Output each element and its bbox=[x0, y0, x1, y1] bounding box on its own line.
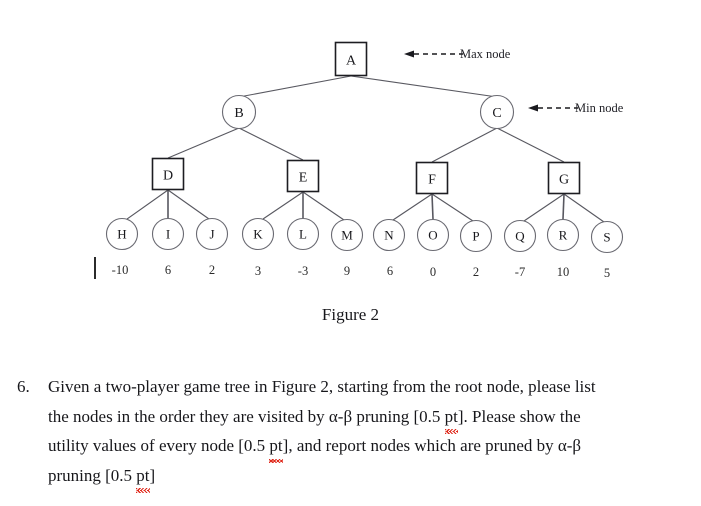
min-node-legend: Min node bbox=[528, 101, 624, 115]
edge-c-f bbox=[431, 127, 498, 163]
question-line-4-text-b: ] bbox=[149, 465, 156, 485]
leaf-node-n-label: N bbox=[384, 228, 394, 243]
leaf-node-r-label: R bbox=[559, 228, 568, 243]
question-line-3-text-a: utility values of every node [0.5 bbox=[48, 436, 270, 455]
leaf-values-row: -10 6 2 3 -3 9 6 0 2 -7 10 5 bbox=[112, 263, 610, 280]
max-node-legend: Max node bbox=[404, 47, 511, 61]
leaf-value-h: -10 bbox=[112, 263, 129, 277]
leaf-value-s: 5 bbox=[604, 266, 610, 280]
question-line-1: Given a two-player game tree in Figure 2… bbox=[48, 372, 687, 402]
leaf-node-m[interactable]: M bbox=[330, 218, 364, 252]
min-nodes: B C bbox=[221, 94, 515, 130]
edge-b-d bbox=[167, 127, 240, 159]
leaf-value-p: 2 bbox=[473, 265, 479, 279]
node-a-label: A bbox=[346, 54, 357, 69]
node-e[interactable]: E bbox=[286, 159, 320, 193]
min-node-arrowhead-icon bbox=[528, 104, 538, 112]
node-g[interactable]: G bbox=[547, 161, 581, 195]
edge-e-m bbox=[302, 191, 345, 221]
node-c-label: C bbox=[492, 106, 501, 121]
edge-b-e bbox=[238, 127, 304, 161]
leaf-node-s[interactable]: S bbox=[590, 220, 624, 254]
node-g-label: G bbox=[559, 173, 569, 188]
edge-f-o bbox=[431, 193, 434, 220]
leaf-node-p-label: P bbox=[472, 229, 479, 244]
leaf-node-l-label: L bbox=[299, 227, 307, 242]
leaf-value-m: 9 bbox=[344, 264, 350, 278]
leaf-value-k: 3 bbox=[255, 264, 261, 278]
node-b[interactable]: B bbox=[221, 94, 257, 130]
question-line-3: utility values of every node [0.5 pt], a… bbox=[48, 431, 687, 463]
question-block: 6. Given a two-player game tree in Figur… bbox=[0, 372, 701, 492]
leaf-node-o[interactable]: O bbox=[416, 218, 450, 252]
question-line-4-text-a: pruning [0.5 bbox=[48, 465, 137, 485]
min-node-legend-label: Min node bbox=[575, 101, 624, 115]
game-tree-diagram: A D E F G B bbox=[105, 41, 624, 280]
leaf-node-i[interactable]: I bbox=[151, 217, 185, 251]
question-line-2: the nodes in the order they are visited … bbox=[48, 402, 687, 433]
leaf-value-n: 6 bbox=[387, 264, 393, 278]
edge-g-r bbox=[562, 193, 565, 220]
node-e-label: E bbox=[299, 171, 308, 186]
question-line-1-text: Given a two-player game tree in Figure 2… bbox=[48, 377, 596, 396]
tree-edges bbox=[126, 75, 605, 223]
spellcheck-word-pt-1[interactable]: pt bbox=[444, 402, 459, 433]
edge-a-c bbox=[350, 75, 498, 98]
question-line-3-text-b: ], and report nodes which are pruned by … bbox=[282, 436, 582, 455]
leaf-node-k-label: K bbox=[253, 227, 263, 242]
leaf-node-q[interactable]: Q bbox=[503, 219, 537, 253]
leaf-node-s-label: S bbox=[603, 230, 610, 245]
edge-e-k bbox=[262, 191, 304, 220]
leaf-nodes: H I J K L M N bbox=[105, 217, 624, 254]
edge-f-n bbox=[392, 193, 433, 221]
edge-d-h bbox=[126, 189, 169, 220]
node-f-label: F bbox=[428, 173, 436, 188]
node-d-label: D bbox=[163, 169, 173, 184]
edge-g-s bbox=[563, 193, 605, 223]
spellcheck-word-pt-3[interactable]: pt bbox=[136, 461, 150, 492]
leaf-node-p[interactable]: P bbox=[459, 219, 493, 253]
leaf-value-o: 0 bbox=[430, 265, 436, 279]
question-line-4: pruning [0.5 pt] bbox=[48, 461, 687, 492]
leaf-node-h-label: H bbox=[117, 227, 126, 242]
node-a[interactable]: A bbox=[334, 41, 368, 77]
edge-g-q bbox=[523, 193, 565, 222]
node-d[interactable]: D bbox=[151, 157, 185, 191]
leaf-node-j-label: J bbox=[209, 227, 214, 242]
leaf-node-h[interactable]: H bbox=[105, 217, 139, 251]
max-node-legend-label: Max node bbox=[460, 47, 511, 61]
edge-c-g bbox=[496, 127, 565, 163]
leaf-value-r: 10 bbox=[557, 265, 570, 279]
text-cursor-caret bbox=[94, 257, 96, 279]
leaf-node-m-label: M bbox=[341, 228, 353, 243]
edge-d-j bbox=[167, 189, 210, 220]
leaf-value-i: 6 bbox=[165, 263, 171, 277]
figure-caption: Figure 2 bbox=[321, 305, 380, 324]
question-line-2-text-b: ]. Please show the bbox=[457, 406, 581, 426]
node-c[interactable]: C bbox=[479, 94, 515, 130]
edge-a-b bbox=[238, 75, 352, 98]
leaf-node-r[interactable]: R bbox=[546, 218, 580, 252]
leaf-node-l[interactable]: L bbox=[286, 217, 320, 251]
question-number: 6. bbox=[17, 377, 30, 396]
leaf-node-n[interactable]: N bbox=[372, 218, 406, 252]
spellcheck-word-pt-2[interactable]: pt bbox=[269, 431, 283, 463]
figure-2-container: A D E F G B bbox=[94, 41, 624, 324]
node-f[interactable]: F bbox=[415, 161, 449, 195]
max-nodes: A D E F G bbox=[151, 41, 581, 195]
max-node-arrowhead-icon bbox=[404, 50, 414, 58]
leaf-value-q: -7 bbox=[515, 265, 525, 279]
leaf-node-j[interactable]: J bbox=[195, 217, 229, 251]
edge-f-p bbox=[431, 193, 474, 222]
question-line-2-text-a: the nodes in the order they are visited … bbox=[48, 406, 445, 426]
leaf-node-q-label: Q bbox=[515, 229, 525, 244]
node-b-label: B bbox=[234, 106, 243, 121]
leaf-value-l: -3 bbox=[298, 264, 308, 278]
leaf-node-i-label: I bbox=[166, 227, 170, 242]
question-6: 6. Given a two-player game tree in Figur… bbox=[0, 372, 701, 492]
leaf-value-j: 2 bbox=[209, 263, 215, 277]
leaf-node-k[interactable]: K bbox=[241, 217, 275, 251]
leaf-node-o-label: O bbox=[428, 228, 437, 243]
